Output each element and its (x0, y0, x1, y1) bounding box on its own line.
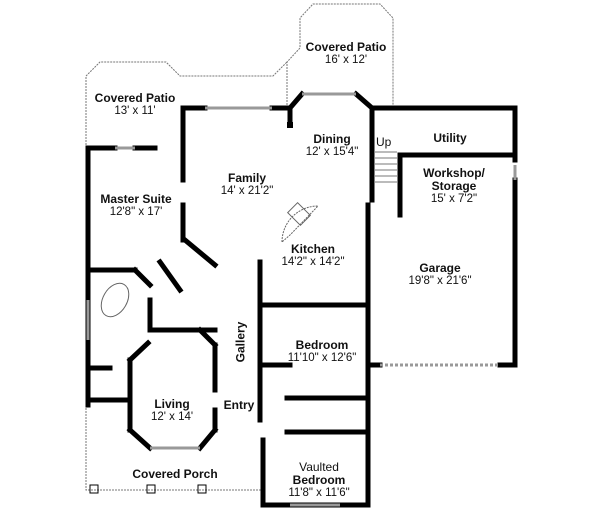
room-name: Living (154, 397, 190, 411)
room-name: Bedroom (295, 338, 349, 352)
room-label-kitchen: Kitchen 14'2" x 14'2" (281, 242, 345, 269)
room-dims: 12' x 15'4" (305, 146, 359, 159)
room-name: Covered Patio (305, 40, 387, 54)
room-label-bedroom: Bedroom 11'10" x 12'6" (287, 338, 357, 365)
room-label-living: Living 12' x 14' (150, 397, 194, 424)
room-name: Bedroom (292, 473, 346, 488)
room-label-dining: Dining 12' x 15'4" (305, 132, 359, 159)
room-dims: 14' x 21'2" (220, 185, 274, 198)
room-dims: 19'8" x 21'6" (408, 275, 472, 288)
stair-up-label: Up (376, 135, 392, 149)
room-name: Kitchen (290, 242, 336, 256)
room-prefix: Vaulted (299, 460, 339, 474)
room-label-utility: Utility (433, 131, 467, 145)
rear-patio-outline (286, 3, 394, 108)
room-name: Covered Patio (94, 91, 176, 105)
room-label-family: Family 14' x 21'2" (220, 171, 274, 198)
room-name-2: Storage (431, 179, 477, 194)
room-dims: 11'10" x 12'6" (287, 352, 357, 365)
room-label-workshop: Workshop/ Storage 15' x 7'2" (423, 166, 485, 206)
room-dims: 15' x 7'2" (430, 193, 478, 206)
room-label-covered-patio-rear: Covered Patio 16' x 12' (305, 40, 387, 67)
room-dims: 14'2" x 14'2" (281, 256, 345, 269)
room-label-entry: Entry (223, 398, 255, 412)
room-dims: 11'8" x 11'6" (288, 487, 350, 500)
room-dims: 13' x 11' (114, 105, 156, 118)
room-label-garage: Garage 19'8" x 21'6" (408, 261, 472, 288)
room-name: Covered Porch (132, 467, 218, 481)
room-label-vaulted-bedroom: Vaulted Bedroom 11'8" x 11'6" (288, 460, 350, 500)
room-name: Family (227, 171, 266, 185)
room-label-covered-porch: Covered Porch (132, 467, 218, 481)
side-patio-outline (85, 61, 288, 145)
room-label-master-suite: Master Suite 12'8" x 17' (100, 192, 172, 219)
room-name: Entry (223, 398, 255, 412)
room-name: Workshop/ (423, 166, 485, 180)
room-name: Garage (419, 261, 461, 275)
room-name: Utility (433, 131, 467, 145)
room-dims: 16' x 12' (324, 54, 368, 67)
room-label-gallery: Gallery (233, 321, 248, 363)
room-label-covered-patio-side: Covered Patio 13' x 11' (94, 91, 176, 118)
room-name: Master Suite (100, 192, 172, 206)
room-name: Dining (313, 132, 351, 146)
room-dims: 12'8" x 17' (109, 206, 163, 219)
room-dims: 12' x 14' (150, 411, 194, 424)
